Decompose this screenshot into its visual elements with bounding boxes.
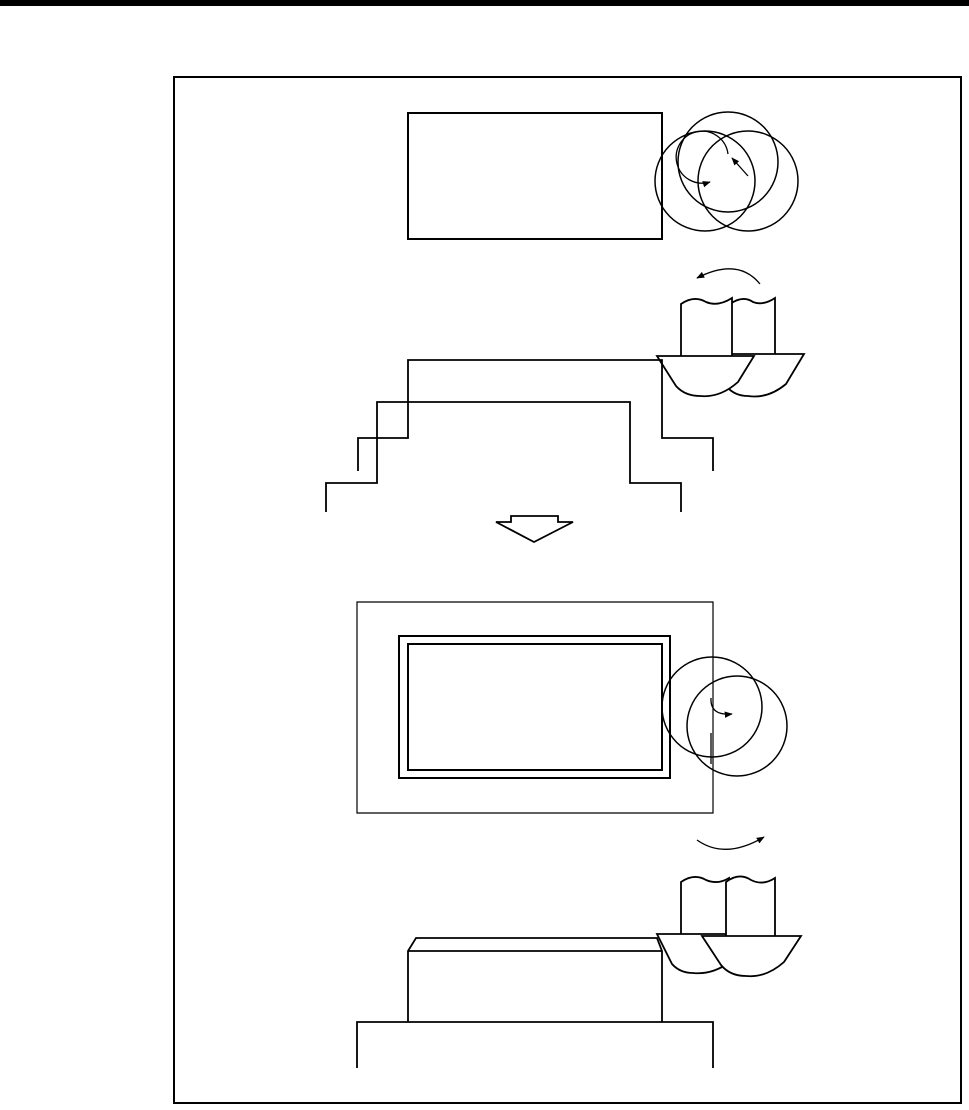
two-cutters-side-view: [657, 298, 804, 397]
rotation-arrow-cw: [697, 837, 764, 849]
panel-after: [357, 602, 801, 1068]
panel-before: [326, 112, 804, 512]
cutter-path-circles: [662, 657, 787, 776]
stepped-workpiece-side-view: [326, 360, 713, 512]
workpiece-top-view: [408, 113, 662, 239]
workpiece-top-view-with-margin: [399, 636, 670, 778]
two-cutters-side-view: [657, 876, 801, 976]
rotation-arrow-ccw: [697, 269, 760, 284]
cutter-path-circles: [655, 112, 798, 231]
block-workpiece-side-view: [357, 938, 713, 1068]
workpiece-outline-outer: [357, 602, 713, 813]
workpiece-inner-border: [408, 644, 662, 770]
down-arrow: [496, 516, 573, 542]
